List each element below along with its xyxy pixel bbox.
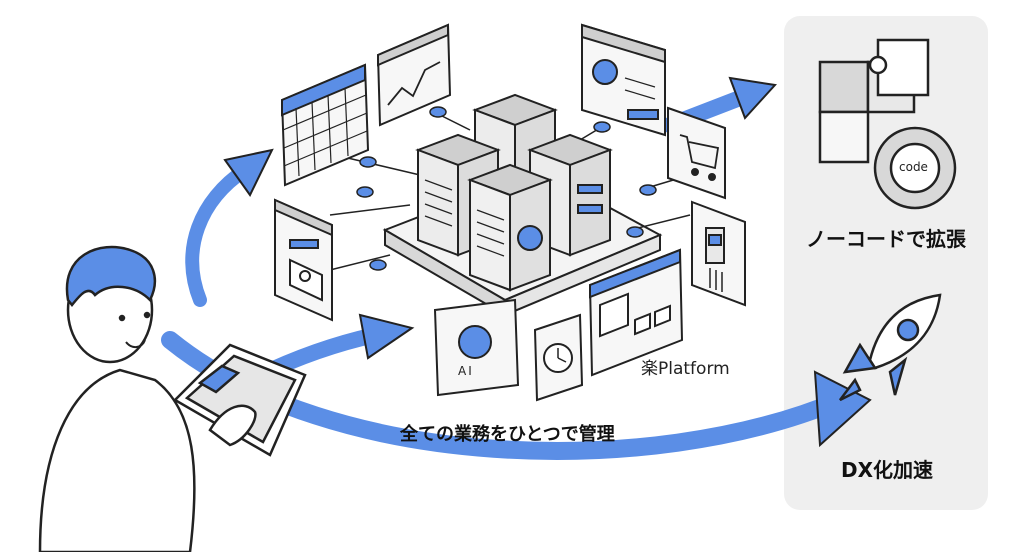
arrow-to-nocode-head bbox=[728, 76, 777, 120]
clock-window bbox=[533, 313, 584, 402]
platform-label: 楽Platform bbox=[641, 359, 730, 379]
gear-icon bbox=[873, 126, 957, 210]
cart-window bbox=[667, 106, 726, 200]
arrow-to-grid bbox=[185, 163, 252, 307]
arrow-to-dx-head bbox=[813, 370, 872, 448]
server-vents bbox=[424, 179, 505, 257]
ai-window bbox=[433, 298, 520, 397]
user-profile-window bbox=[581, 23, 666, 137]
profile-card-window bbox=[274, 198, 333, 322]
code-badge: code bbox=[899, 160, 928, 174]
rocket-icon bbox=[839, 293, 942, 402]
connector-nodes bbox=[356, 106, 657, 271]
server-rack-front bbox=[467, 163, 553, 292]
chart-window bbox=[376, 23, 452, 127]
arrow-to-grid-head bbox=[223, 148, 274, 197]
dx-caption: DX化加速 bbox=[841, 458, 934, 482]
puzzle-pieces bbox=[818, 38, 930, 164]
tablet bbox=[172, 343, 307, 457]
all-business-caption: 全ての業務をひとつで管理 bbox=[400, 424, 615, 445]
device-window bbox=[691, 200, 746, 307]
person bbox=[38, 245, 196, 552]
spreadsheet-window bbox=[280, 63, 370, 187]
nocode-caption: ノーコードで拡張 bbox=[806, 227, 966, 251]
arrow-to-platform-head bbox=[358, 313, 415, 360]
webpage-window bbox=[588, 248, 684, 377]
ai-badge: AI bbox=[458, 364, 474, 378]
